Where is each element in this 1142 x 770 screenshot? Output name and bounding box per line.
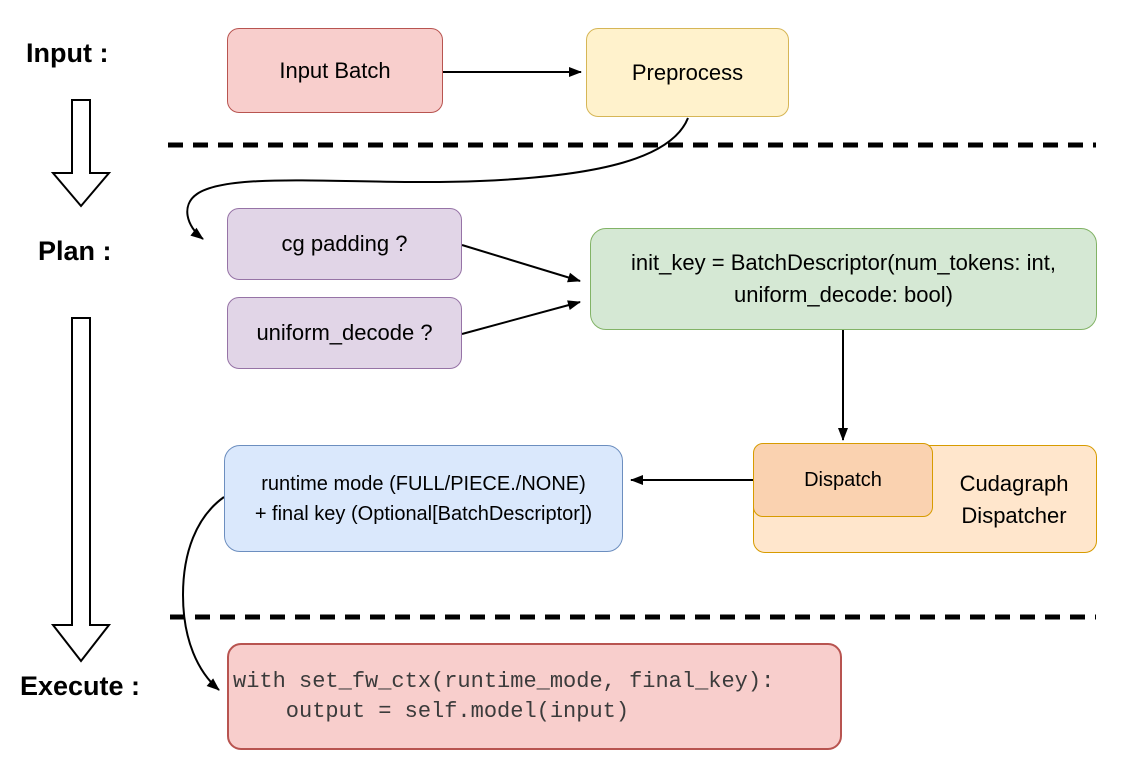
node-runtime-mode: runtime mode (FULL/PIECE./NONE) + final … bbox=[224, 445, 623, 552]
node-input-batch-label: Input Batch bbox=[279, 57, 391, 83]
cudagraph-dispatcher-label: Cudagraph Dispatcher bbox=[934, 468, 1094, 532]
execute-code-line1: with set_fw_ctx(runtime_mode, final_key)… bbox=[233, 668, 775, 694]
node-init-key-line2: uniform_decode: bool) bbox=[734, 282, 953, 307]
stage-label-input: Input : bbox=[26, 38, 109, 68]
node-preprocess: Preprocess bbox=[586, 28, 789, 117]
arrow-cg-padding-to-init-key bbox=[461, 244, 581, 283]
node-dispatch-label: Dispatch bbox=[804, 468, 882, 491]
down-arrow-icon-input bbox=[50, 99, 112, 208]
node-preprocess-label: Preprocess bbox=[631, 59, 744, 85]
cudagraph-dispatcher-line1: Cudagraph bbox=[959, 471, 1069, 496]
node-input-batch: Input Batch bbox=[227, 28, 443, 113]
cudagraph-dispatcher-line2: Dispatcher bbox=[961, 503, 1067, 528]
node-dispatch: Dispatch bbox=[753, 443, 933, 517]
down-arrow-icon-plan-execute bbox=[50, 317, 112, 663]
arrow-runtime-mode-to-execute-code bbox=[181, 496, 225, 691]
stage-label-plan: Plan : bbox=[38, 236, 112, 266]
arrow-uniform-decode-to-init-key bbox=[461, 300, 581, 335]
node-cg-padding-label: cg padding ? bbox=[281, 231, 408, 257]
node-init-key-line1: init_key = BatchDescriptor(num_tokens: i… bbox=[631, 250, 1056, 275]
node-init-key: init_key = BatchDescriptor(num_tokens: i… bbox=[590, 228, 1097, 330]
node-execute-code: with set_fw_ctx(runtime_mode, final_key)… bbox=[227, 643, 842, 750]
node-uniform-decode-label: uniform_decode ? bbox=[256, 320, 433, 346]
node-runtime-mode-line2: + final key (Optional[BatchDescriptor]) bbox=[254, 502, 593, 525]
node-cg-padding: cg padding ? bbox=[227, 208, 462, 280]
stage-label-execute: Execute : bbox=[20, 671, 141, 701]
node-runtime-mode-line1: runtime mode (FULL/PIECE./NONE) bbox=[261, 472, 586, 495]
node-uniform-decode: uniform_decode ? bbox=[227, 297, 462, 369]
execute-code-line2: output = self.model(input) bbox=[233, 698, 630, 724]
